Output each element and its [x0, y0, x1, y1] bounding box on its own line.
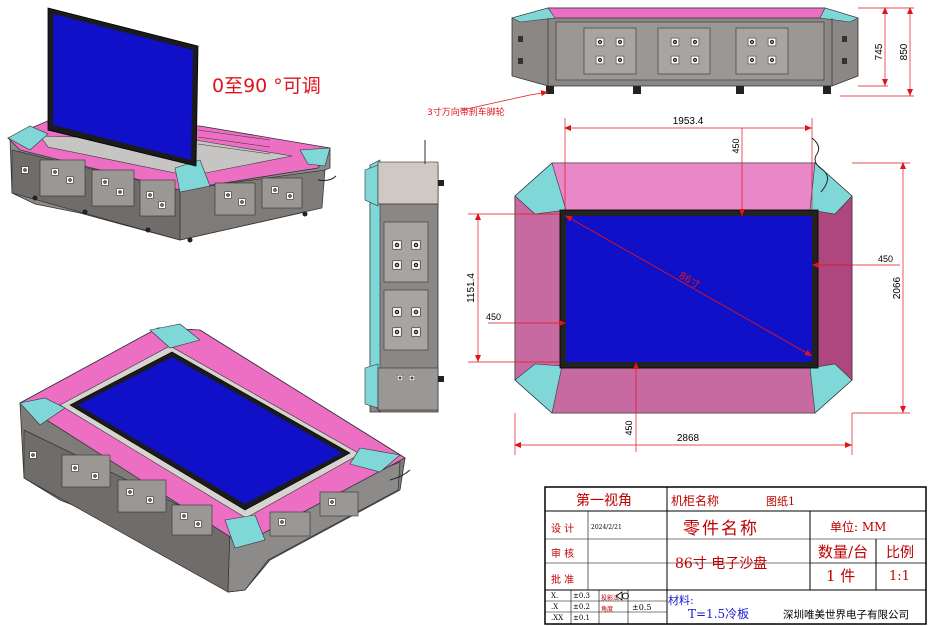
title-block-lines [544, 486, 927, 625]
caster-leader [461, 94, 531, 111]
dim-1151: 1151.4 [466, 273, 477, 303]
dim-850: 850 [899, 43, 910, 60]
top-view [468, 118, 910, 455]
dim-745: 745 [874, 43, 885, 60]
dim-450-bottom: 450 [624, 420, 634, 435]
dim-1953: 1953.4 [673, 116, 704, 127]
caster-callout: 3寸万向带刹车脚轮 [427, 106, 505, 118]
iso-view-flat [19, 323, 411, 593]
dim-2868: 2868 [677, 433, 700, 444]
dim-450-top: 450 [731, 138, 741, 153]
dim-450-left: 450 [486, 312, 501, 322]
front-view [511, 7, 914, 97]
tilt-callout: 0至90 °可调 [212, 75, 321, 97]
side-view [364, 140, 444, 413]
iso-view-tilted [7, 7, 337, 243]
dim-2066: 2066 [892, 276, 903, 299]
dim-450-right: 450 [878, 254, 893, 264]
